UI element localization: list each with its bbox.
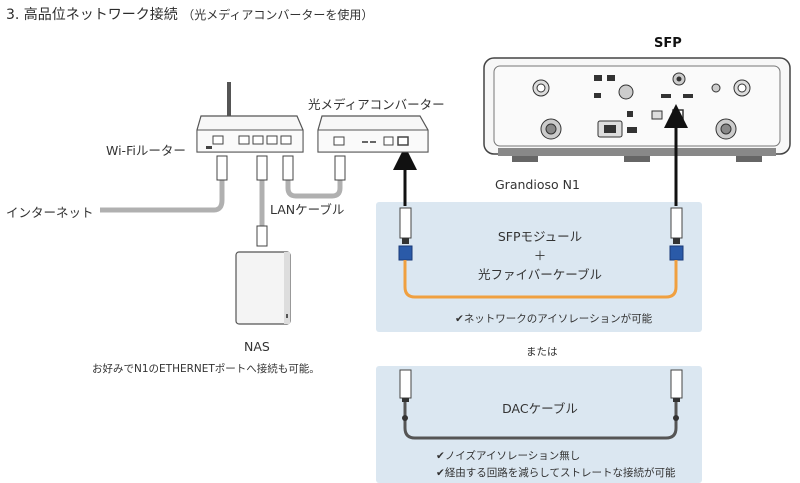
rj45-plugs [216, 155, 346, 247]
dac-cable-label: DACケーブル [502, 401, 578, 416]
lan-cable-label: LANケーブル [270, 202, 345, 217]
or-label: または [526, 346, 558, 358]
sfp-heading: SFP [654, 36, 682, 51]
media-converter-label: 光メディアコンバーター [308, 97, 445, 112]
lan-cables [100, 180, 343, 226]
dac-cable-assembly [399, 369, 683, 440]
media-converter-device [317, 115, 429, 153]
nas-device [235, 251, 291, 325]
sfp-fiber-assembly [398, 207, 684, 299]
plus-label: ＋ [533, 248, 547, 263]
nas-label: NAS [244, 339, 270, 354]
page-title-sub: （光メディアコンバーターを使用） [182, 8, 374, 22]
page-title: 3. 高品位ネットワーク接続 （光メディアコンバーターを使用） [6, 4, 373, 24]
sfp-benefit-1: ✔ネットワークのアイソレーションが可能 [455, 313, 653, 325]
fiber-cable-label: 光ファイバーケーブル [477, 267, 603, 282]
grandioso-n1-device [483, 57, 791, 162]
wifi-router-label: Wi-Fiルーター [106, 143, 186, 158]
option-dac-panel [376, 366, 702, 483]
sfp-module-label: SFPモジュール [497, 229, 583, 244]
dac-benefit-2: ✔経由する回路を減らしてストレートな接続が可能 [436, 467, 676, 479]
dac-benefit-1: ✔ノイズアイソレーション無し [436, 450, 581, 462]
page-title-main: 3. 高品位ネットワーク接続 [6, 7, 178, 23]
wifi-router-device [196, 82, 304, 153]
internet-label: インターネット [6, 205, 94, 220]
option-sfp-panel [376, 202, 702, 332]
grandioso-label: Grandioso N1 [495, 177, 580, 192]
check-icon: ✔ [436, 450, 445, 462]
check-icon: ✔ [436, 467, 445, 479]
nas-note: お好みでN1のETHERNETポートへ接続も可能。 [92, 363, 320, 375]
check-icon: ✔ [455, 313, 464, 325]
